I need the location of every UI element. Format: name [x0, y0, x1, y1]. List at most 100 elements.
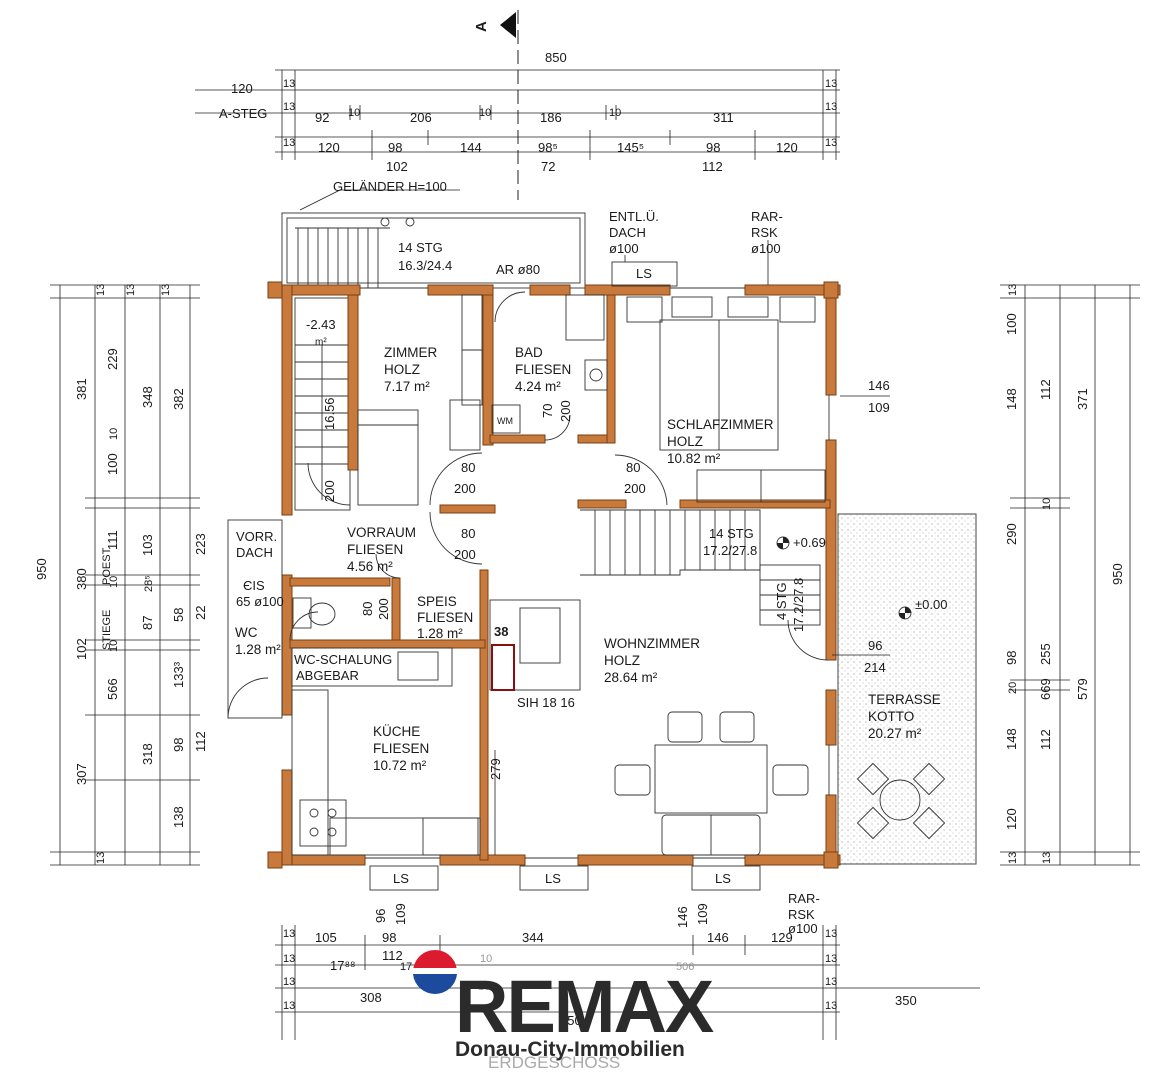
dim-top-row1-1: 13	[283, 78, 295, 90]
room-vorraum-area: 4.56 m²	[347, 559, 393, 574]
kitchen-dim-279: 279	[488, 758, 503, 780]
dim-bottom-row4-0: 13	[283, 1000, 295, 1012]
level-0-69: +0.69	[793, 535, 826, 550]
dim-bottom-row2-3: 17	[400, 961, 412, 973]
dim-right-9: 98	[1004, 651, 1019, 665]
dim-top-row3-2: 98	[388, 140, 402, 155]
dim-left-11: 10	[108, 576, 120, 588]
dim-bottom-row3-1: 308	[360, 990, 382, 1005]
door-80-schlaf: 80	[626, 460, 640, 475]
dim-window-109-b: 109	[695, 903, 710, 925]
wc-shaft-label-1: WC-SCHALUNG	[294, 652, 392, 667]
dim-top-row3-5: 145⁵	[617, 140, 644, 155]
level-0-00: ±0.00	[915, 597, 947, 612]
dim-overall-top: 850	[545, 50, 567, 65]
dim-top-row3-7: 120	[776, 140, 798, 155]
dim-left-19: 133³	[171, 661, 186, 688]
dim-right-5: 371	[1075, 388, 1090, 410]
dim-bottom-row1-5: 129	[771, 930, 793, 945]
rar-label-3: ø100	[751, 241, 781, 256]
dim-top-row3-3: 144	[460, 140, 482, 155]
door-200-left: 200	[322, 480, 337, 502]
vestibule	[227, 519, 283, 719]
stair-small-label: 4 STG	[774, 582, 789, 620]
vent-label-2: DACH	[609, 225, 646, 240]
stair-top-label: 14 STG	[398, 240, 443, 255]
ls-label-top: LS	[636, 266, 652, 281]
dim-right-17: 13	[1007, 852, 1019, 864]
dim-left-5: STIEGE	[101, 610, 113, 650]
dim-window-96: 96	[373, 909, 388, 923]
basement-stair	[294, 297, 351, 511]
room-vorraum-material: FLIESEN	[347, 542, 403, 557]
room-wohnzimmer-name: WOHNZIMMER	[604, 636, 700, 651]
room-bad: BAD FLIESEN 4.24 m²	[515, 345, 571, 394]
dim-right-12: 669	[1038, 678, 1053, 700]
window-dim-109: 109	[868, 400, 890, 415]
dim-left-24: 22	[193, 606, 208, 620]
dim-bottom-row4-2: 13	[825, 1000, 837, 1012]
door-80-wc: 80	[360, 602, 375, 616]
dim-bottom-row2-1: 17⁸⁸	[330, 958, 355, 973]
room-terrasse-material: KOTTO	[868, 709, 914, 724]
room-schlafzimmer-name: SCHLAFZIMMER	[667, 417, 774, 432]
rar-bottom-label-2: RSK	[788, 907, 815, 922]
dim-left-27: 13	[125, 284, 137, 296]
bottom-dimensions: 13 105 98 344 146 129 13 13 17⁸⁸ 112 17 …	[275, 891, 980, 1072]
room-vorraum: VORRAUM FLIESEN 4.56 m²	[347, 525, 416, 574]
dim-top-row3-6: 98	[706, 140, 720, 155]
door-200-vorraum: 200	[454, 547, 476, 562]
dim-bottom-row2-5: 10	[480, 953, 492, 965]
wc-shaft-label-2: ABGEBAR	[296, 668, 359, 683]
room-wc: WC 1.28 m²	[235, 625, 281, 657]
dim-left-17: 28⁵	[143, 575, 155, 592]
posts	[267, 281, 839, 869]
dim-top-row1-0: 120	[231, 81, 253, 96]
dim-left-22: 382	[171, 388, 186, 410]
dim-right-4: 148	[1004, 388, 1019, 410]
room-wohnzimmer: WOHNZIMMER HOLZ 28.64 m²	[604, 636, 700, 685]
dim-bottom-row3-2: 10	[478, 981, 490, 993]
stair-mid-label: 14 STG	[709, 526, 754, 541]
door-70-bad: 70	[540, 404, 555, 418]
room-speis-name: SPEIS	[417, 594, 457, 609]
dim-top-row2-2: 10	[348, 107, 360, 119]
stair-mid-dims: 17.2/27.8	[703, 543, 757, 558]
dim-bottom-row4-1: 850	[560, 1013, 582, 1028]
dim-top-row4-0: 102	[386, 159, 408, 174]
balloon-icon	[413, 950, 457, 995]
dim-left-1: 381	[74, 378, 89, 400]
dim-bottom-row2-7: 13	[825, 953, 837, 965]
section-marker-label: A	[473, 21, 490, 32]
stair-small-dims: 17.2/27.8	[791, 578, 806, 632]
dim-right-0: 13	[1007, 284, 1019, 296]
dim-top-row1-2: 13	[825, 78, 837, 90]
room-kueche-area: 10.72 m²	[373, 758, 427, 773]
dim-right-8: 950	[1110, 563, 1125, 585]
room-bad-area: 4.24 m²	[515, 379, 561, 394]
brand-logo-text: REMAX	[455, 965, 714, 1048]
basement-stair-dim: 16.56	[322, 397, 337, 430]
room-terrasse: TERRASSE KOTTO 20.27 m²	[868, 692, 941, 741]
door-80-vorraum: 80	[461, 526, 475, 541]
dim-window-109-a: 109	[393, 903, 408, 925]
dim-left-28: 13	[160, 284, 172, 296]
room-zimmer: ZIMMER HOLZ 7.17 m²	[384, 345, 437, 394]
dim-top-row2-7: 311	[713, 110, 734, 125]
room-bad-name: BAD	[515, 345, 543, 360]
dim-left-3: 307	[74, 763, 89, 785]
dim-right-2: 112	[1038, 379, 1053, 400]
dim-left-16: 103	[140, 534, 155, 556]
doors	[289, 291, 829, 661]
dim-left-7: 229	[105, 348, 120, 370]
furniture: WM	[291, 240, 946, 891]
vent-label-3: ø100	[609, 241, 639, 256]
dim-left-21: 138	[171, 806, 186, 828]
room-kueche-name: KÜCHE	[373, 724, 420, 739]
room-zimmer-material: HOLZ	[384, 362, 420, 377]
room-wc-name: WC	[235, 625, 258, 640]
room-schlafzimmer-material: HOLZ	[667, 434, 703, 449]
dim-left-23: 223	[193, 533, 208, 555]
dim-top-row3-0: 13	[283, 137, 295, 149]
